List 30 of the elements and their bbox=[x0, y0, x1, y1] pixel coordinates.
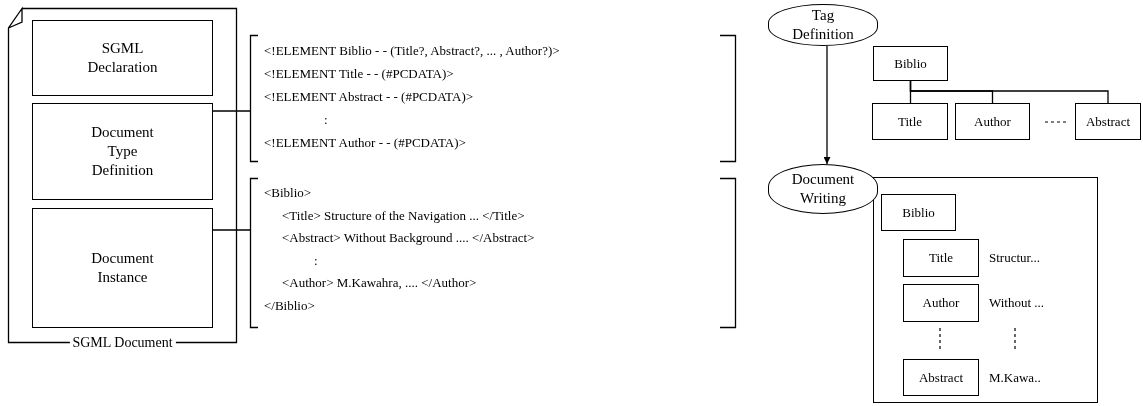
code-line: <!ELEMENT Author - - (#PCDATA)> bbox=[264, 135, 466, 151]
process-box: Title bbox=[872, 103, 948, 140]
process-box: Abstract bbox=[1075, 103, 1141, 140]
process-box: Biblio bbox=[873, 46, 948, 81]
arrow bbox=[823, 45, 831, 165]
frame-box bbox=[873, 177, 1098, 403]
process-box: Document Instance bbox=[32, 208, 213, 328]
code-line: <Author> M.Kawahra, .... </Author> bbox=[282, 275, 477, 292]
connector-line bbox=[212, 110, 251, 112]
process-box: Document Type Definition bbox=[32, 103, 213, 200]
process-box: Abstract bbox=[903, 359, 979, 396]
code-line: <Abstract> Without Background .... </Abstract> bbox=[282, 230, 535, 247]
value-text: Without ... bbox=[989, 295, 1045, 311]
code-line: </Biblio> bbox=[264, 298, 315, 314]
connector-line bbox=[909, 80, 1109, 104]
connector-line bbox=[212, 229, 251, 231]
value-text: M.Kawa.. bbox=[989, 369, 1041, 386]
value-text: Structur... bbox=[989, 250, 1040, 266]
process-box: Biblio bbox=[881, 194, 956, 231]
code-line: : bbox=[324, 112, 328, 128]
code-line: <!ELEMENT Title - - (#PCDATA)> bbox=[264, 66, 454, 82]
code-line: <Biblio> bbox=[264, 185, 312, 201]
code-line: <Title> Structure of the Navigation ... </Title> bbox=[282, 207, 525, 224]
process-box: Title bbox=[903, 239, 979, 277]
process-box: Author bbox=[903, 284, 979, 322]
code-line: <!ELEMENT Biblio - - (Title?, Abstract?, ... , Author?)> bbox=[264, 43, 560, 59]
code-line: : bbox=[314, 252, 318, 269]
code-line: <!ELEMENT Abstract - - (#PCDATA)> bbox=[264, 89, 474, 105]
process-box: SGML Declaration bbox=[32, 20, 213, 96]
process-box: Author bbox=[955, 103, 1030, 140]
